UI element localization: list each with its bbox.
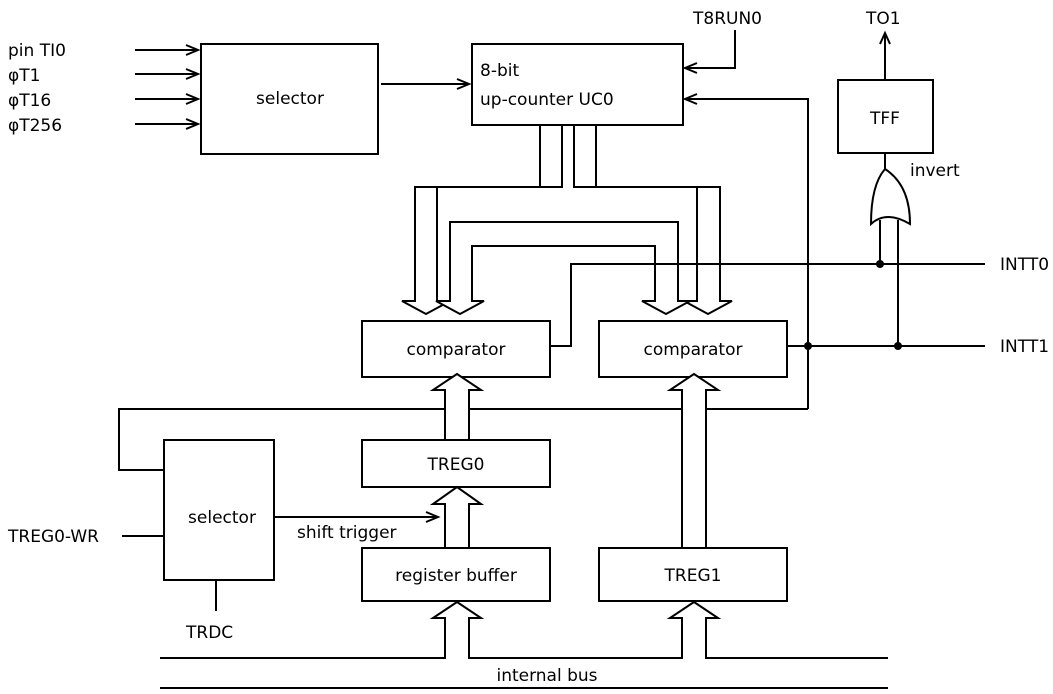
label-intt1: INTT1 [1000, 337, 1049, 357]
treg1-to-comparator-bus [666, 372, 722, 549]
label-treg0-wr: TREG0-WR [7, 527, 99, 547]
selector-top-label: selector [256, 89, 324, 109]
junction-intt1-right [894, 342, 902, 350]
comparator-1-label: comparator [644, 340, 743, 360]
treg1-block [598, 547, 788, 602]
up-counter-block [471, 43, 684, 126]
crossing-bus [435, 221, 691, 316]
label-phi-t1: φT1 [8, 66, 40, 86]
or-gate [869, 167, 912, 227]
comparator-0-label: comparator [407, 340, 506, 360]
treg0-label: TREG0 [427, 455, 485, 475]
label-invert: invert [910, 161, 960, 181]
register-buffer-label: register buffer [395, 566, 517, 586]
selector-bottom-label: selector [188, 508, 256, 528]
register-buffer-block [361, 547, 551, 602]
label-shift-trigger: shift trigger [297, 523, 397, 543]
label-t8run0: T8RUN0 [692, 9, 762, 29]
input-arrows [135, 44, 201, 130]
junction-intt1-left [804, 342, 812, 350]
junction-intt0 [876, 260, 884, 268]
counter-label-line2: up-counter UC0 [480, 90, 614, 110]
tff-block [837, 79, 934, 154]
treg0-block [361, 439, 551, 488]
internal-bus [160, 600, 888, 689]
label-intt0: INTT0 [1000, 255, 1049, 275]
label-phi-t16: φT16 [8, 91, 51, 111]
selector-block-bottom [163, 439, 275, 581]
treg0-to-comparator-bus [429, 372, 485, 441]
selector-block-top [200, 43, 379, 155]
counter-label-line1: 8-bit [480, 61, 519, 81]
tff-label: TFF [869, 109, 900, 129]
internal-bus-label: internal bus [496, 666, 597, 686]
buffer-to-treg0-bus [429, 485, 485, 549]
label-phi-t256: φT256 [8, 116, 62, 136]
label-pin-ti0: pin TI0 [8, 41, 66, 61]
counter-bus-left [401, 126, 563, 316]
treg1-label: TREG1 [664, 566, 722, 586]
label-to1: TO1 [865, 9, 901, 29]
counter-bus-right [573, 126, 733, 316]
label-trdc: TRDC [185, 623, 233, 643]
